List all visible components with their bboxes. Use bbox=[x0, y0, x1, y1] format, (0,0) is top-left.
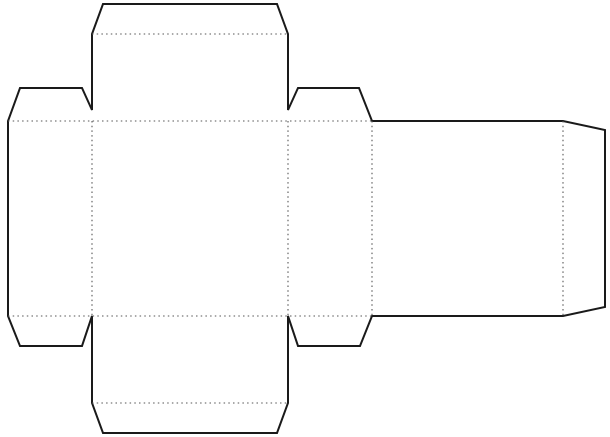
box-net-outline bbox=[7, 3, 606, 434]
